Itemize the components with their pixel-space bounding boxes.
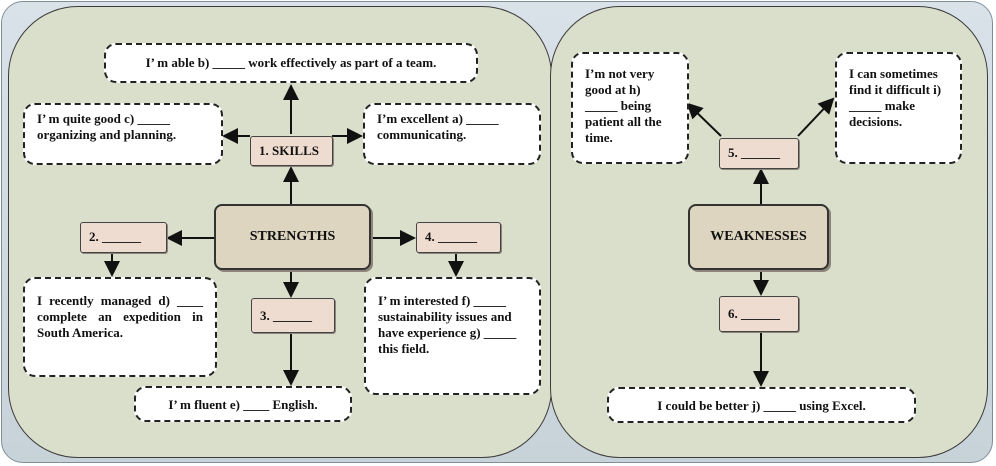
skills-node: 1. SKILLS [250, 136, 333, 166]
node-6: 6. ______ [719, 296, 799, 332]
strengths-center-node: STRENGTHS [214, 204, 371, 270]
node-3: 3. ______ [251, 298, 335, 333]
answer-box-a: I’m excellent a) _____ communicating. [363, 103, 541, 165]
node-5: 5. ______ [719, 138, 799, 169]
answer-box-h: I’m not very good at h) _____ being pati… [571, 52, 689, 164]
answer-box-c: I’ m quite good c) _____ organizing and … [23, 103, 223, 165]
answer-box-b: I’ m able b) _____ work effectively as p… [104, 43, 478, 83]
weaknesses-center-node: WEAKNESSES [688, 204, 829, 270]
arrow-5-to-h [686, 102, 722, 137]
arrow-5-to-i [797, 97, 835, 137]
answer-box-d: I recently managed d) ____ complete an e… [23, 277, 217, 377]
node-4: 4. ______ [416, 222, 501, 253]
answer-box-j: I could be better j) _____ using Excel. [607, 387, 916, 423]
node-2: 2. ______ [80, 222, 167, 253]
answer-box-e: I’ m fluent e) ____ English. [134, 386, 352, 422]
answer-box-i: I can sometimes find it difficult i) ___… [835, 52, 962, 164]
answer-box-f-g: I’ m interested f) _____ sustainability … [364, 277, 541, 395]
